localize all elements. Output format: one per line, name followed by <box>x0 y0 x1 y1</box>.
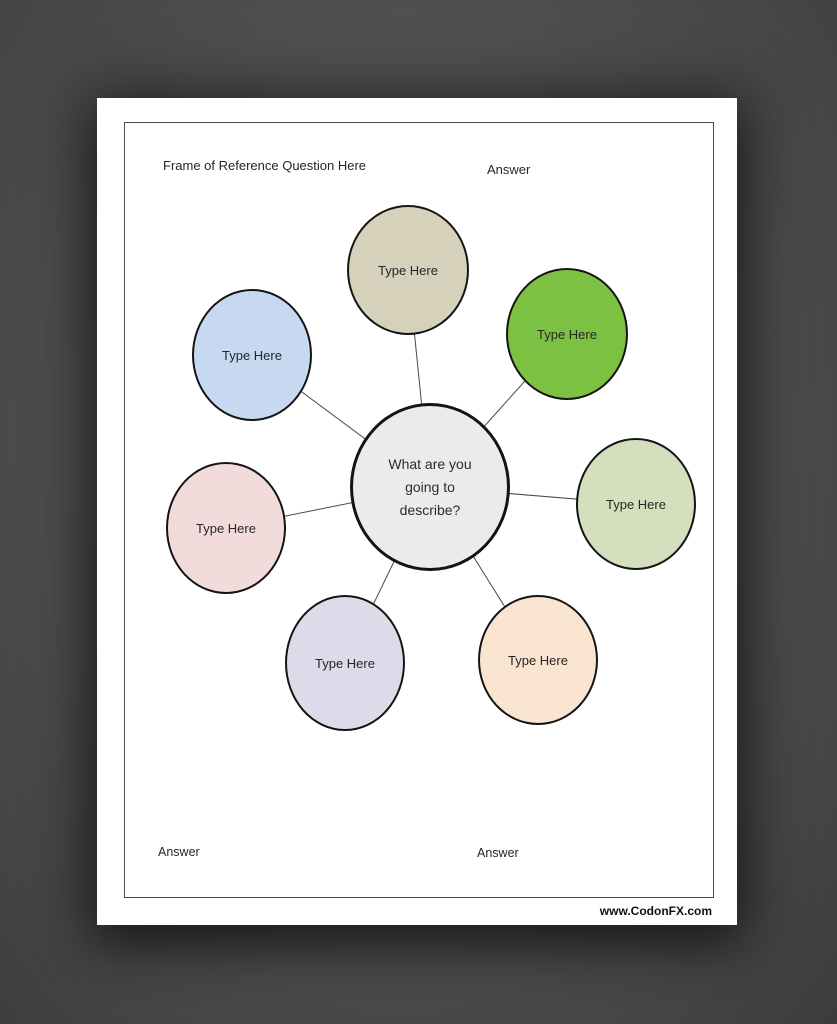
page-inner-border <box>124 122 714 898</box>
bubble-top: Type Here <box>347 205 469 335</box>
bubble-top-label: Type Here <box>378 262 438 278</box>
bubble-left: Type Here <box>166 462 286 594</box>
center-bubble: What are you going to describe? <box>350 403 510 571</box>
website-url-label: www.CodonFX.com <box>599 904 712 918</box>
worksheet-page: Frame of Reference Question Here Answer … <box>97 98 737 925</box>
bubble-top-left-label: Type Here <box>222 347 282 363</box>
bubble-left-label: Type Here <box>196 520 256 536</box>
center-bubble-label: What are you going to describe? <box>388 455 472 518</box>
bubble-bottom-right: Type Here <box>478 595 598 725</box>
answer-label-top: Answer <box>487 162 531 177</box>
bubble-right: Type Here <box>576 438 696 570</box>
bubble-bottom-left: Type Here <box>285 595 405 731</box>
bubble-top-right-label: Type Here <box>537 326 597 342</box>
bubble-bottom-right-label: Type Here <box>508 652 568 668</box>
bubble-top-left: Type Here <box>192 289 312 421</box>
answer-label-bottom-center: Answer <box>477 846 519 860</box>
answer-label-bottom-left: Answer <box>158 845 200 859</box>
bubble-top-right: Type Here <box>506 268 628 400</box>
bubble-bottom-left-label: Type Here <box>315 655 375 671</box>
bubble-right-label: Type Here <box>606 496 666 512</box>
frame-of-reference-question-label: Frame of Reference Question Here <box>163 158 367 173</box>
